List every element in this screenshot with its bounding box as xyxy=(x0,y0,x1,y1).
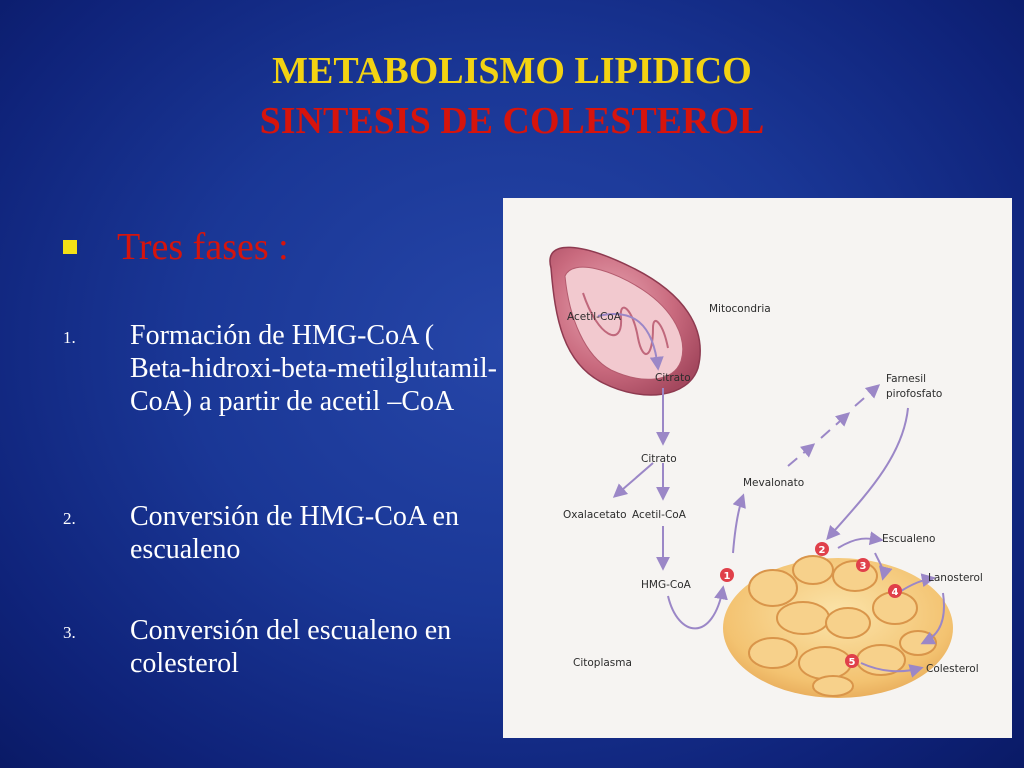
label-escualeno: Escualeno xyxy=(882,533,935,545)
label-acetil-coa: Acetil-CoA xyxy=(632,509,687,521)
arrow-mevalonato-to-farnesil-1 xyxy=(787,443,816,467)
label-oxalacetato: Oxalacetato xyxy=(563,509,627,521)
label-pirofosfato: pirofosfato xyxy=(886,388,942,400)
arrow-to-oxalacetato xyxy=(612,462,654,498)
list-text-3: Conversión del escualeno en colesterol xyxy=(130,615,452,679)
list-text-1: Formación de HMG-CoA ( Beta-hidroxi-beta… xyxy=(130,320,497,417)
arrow-to-colesterol xyxy=(860,662,924,678)
title-line-1: METABOLISMO LIPIDICO xyxy=(272,50,752,92)
step-marker-3 xyxy=(856,558,870,572)
step-marker-1 xyxy=(720,568,734,582)
slide-title: METABOLISMO LIPIDICO SINTESIS DE COLESTE… xyxy=(0,46,1024,146)
step-number-2: 2 xyxy=(819,545,826,556)
arrow-to-escualeno xyxy=(837,531,884,549)
label-citoplasma: Citoplasma xyxy=(573,657,632,669)
step-number-4: 4 xyxy=(892,587,899,598)
label-mitocondria: Mitocondria xyxy=(709,303,771,315)
square-bullet-icon xyxy=(63,240,77,254)
label-acetil-coa-mito: Acetil-CoA xyxy=(567,311,622,323)
arrow-escualeno-back xyxy=(874,552,893,581)
arrow-lanosterol-back xyxy=(920,592,945,645)
arrow-mevalonato-to-farnesil-3 xyxy=(854,384,881,407)
cholesterol-synthesis-figure: 1 2 3 4 5 Acetil-CoA Mitocondria Citrato… xyxy=(503,198,1012,738)
label-farnesil: Farnesil xyxy=(886,373,926,385)
label-mevalonato: Mevalonato xyxy=(743,477,804,489)
main-bullet-text: Tres fases : xyxy=(117,226,289,268)
step-marker-5 xyxy=(845,654,859,668)
step-number-3: 3 xyxy=(860,561,867,572)
list-number-3: 3. xyxy=(63,623,76,642)
step-number-1: 1 xyxy=(724,571,731,582)
list-number-1: 1. xyxy=(63,328,76,347)
endoplasmic-reticulum-graphic xyxy=(723,555,953,698)
label-lanosterol: Lanosterol xyxy=(928,572,983,584)
arrow-mevalonato-to-farnesil-2 xyxy=(820,412,851,439)
pathway-diagram: 1 2 3 4 5 Acetil-CoA Mitocondria Citrato… xyxy=(549,246,983,698)
label-citrato: Citrato xyxy=(641,453,677,465)
main-bullet: Tres fases : xyxy=(63,225,289,269)
arrow-farnesil-to-er xyxy=(826,407,909,541)
step-marker-2 xyxy=(815,542,829,556)
arrow-acetil-to-citrato xyxy=(597,312,664,371)
list-text-2: Conversión de HMG-CoA en escualeno xyxy=(130,501,459,565)
arrow-to-mevalonato xyxy=(732,493,746,554)
pathway-labels: Acetil-CoA Mitocondria Citrato Farnesil … xyxy=(563,303,983,675)
label-hmg-coa: HMG-CoA xyxy=(641,579,692,591)
title-line-2: SINTESIS DE COLESTEROL xyxy=(259,100,765,142)
arrow-hmg-to-er xyxy=(667,585,728,630)
label-colesterol: Colesterol xyxy=(926,663,979,675)
list-number-2: 2. xyxy=(63,509,76,528)
step-number-5: 5 xyxy=(849,657,856,668)
step-marker-4 xyxy=(888,584,902,598)
step-markers: 1 2 3 4 5 xyxy=(720,542,902,668)
label-citrato-mito: Citrato xyxy=(655,372,691,384)
pathway-arrows xyxy=(597,312,945,678)
